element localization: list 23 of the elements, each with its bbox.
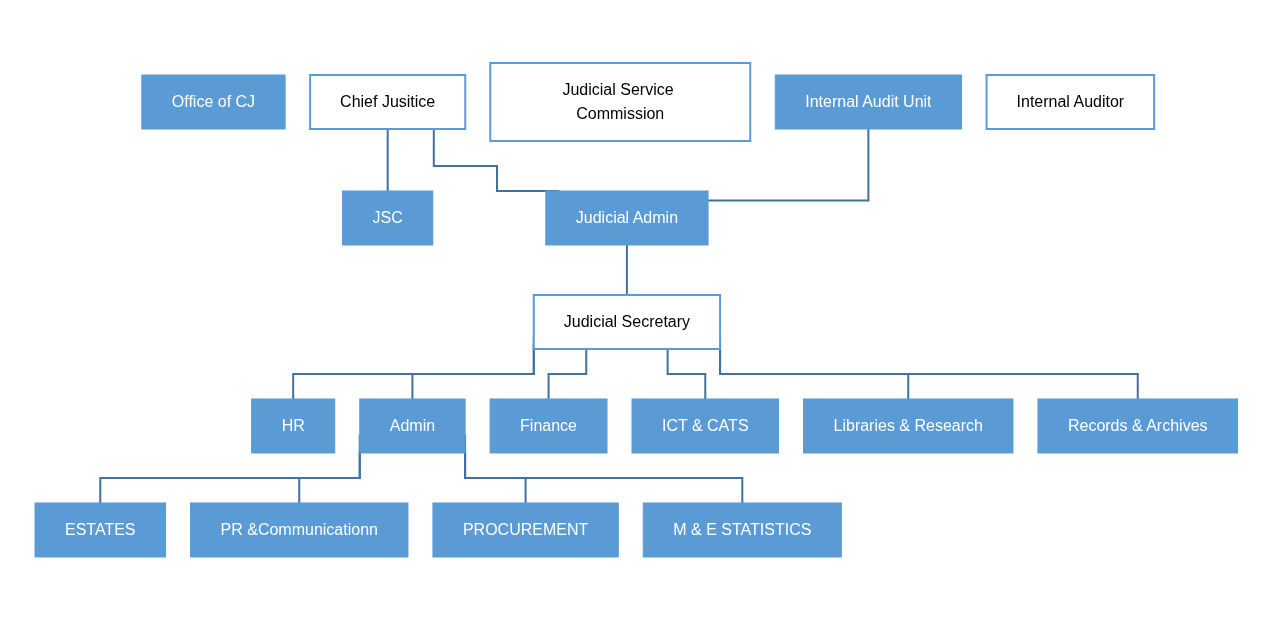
node-box: Office of CJ — [141, 74, 286, 129]
node-box: JSC — [342, 190, 434, 245]
node-box: M & E STATISTICS — [643, 502, 843, 557]
connector — [666, 347, 707, 400]
node-box: ESTATES — [34, 502, 167, 557]
connector — [547, 347, 588, 400]
node-box: Judicial Admin — [545, 190, 709, 245]
node-box: Libraries & Research — [803, 398, 1014, 453]
node-box: ICT & CATS — [631, 398, 780, 453]
node-box: Internal Auditor — [985, 73, 1156, 130]
node-box: PR &Communicationn — [190, 502, 409, 557]
node-box: PROCUREMENT — [432, 502, 619, 557]
node-box: HR — [251, 398, 336, 453]
connector — [386, 127, 389, 192]
node-box: Records & Archives — [1037, 398, 1239, 453]
connector — [626, 243, 629, 296]
node-box: Internal Audit Unit — [774, 74, 963, 129]
node-box: Finance — [489, 398, 608, 453]
node-box: Chief Jusitice — [309, 73, 467, 130]
node-box: Judicial Secretary — [533, 293, 722, 350]
node-box: Admin — [359, 398, 466, 453]
connector — [707, 127, 870, 201]
node-box: Judicial Service Commission — [489, 61, 752, 142]
